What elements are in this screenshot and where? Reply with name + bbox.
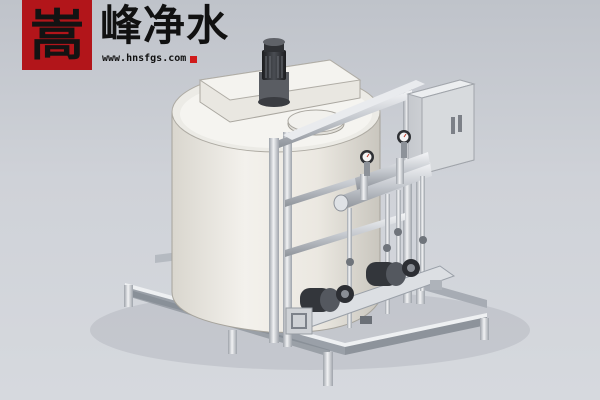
control-cabinet — [406, 79, 476, 175]
pressure-gauges — [360, 130, 411, 176]
calligraphy-seal-icon: 嵩 — [22, 0, 92, 70]
discharge-lines — [346, 176, 427, 328]
metering-pumps — [285, 259, 456, 335]
brand-url: www.hnsfgs.com — [102, 53, 187, 64]
logo-mark-char: 嵩 — [30, 3, 84, 67]
brand-url-row: www.hnsfgs.com — [102, 53, 198, 65]
red-square-icon — [190, 55, 198, 63]
mixer-motor — [258, 38, 290, 107]
manifold — [333, 152, 432, 212]
brand-name: 峰净水 — [100, 1, 230, 50]
